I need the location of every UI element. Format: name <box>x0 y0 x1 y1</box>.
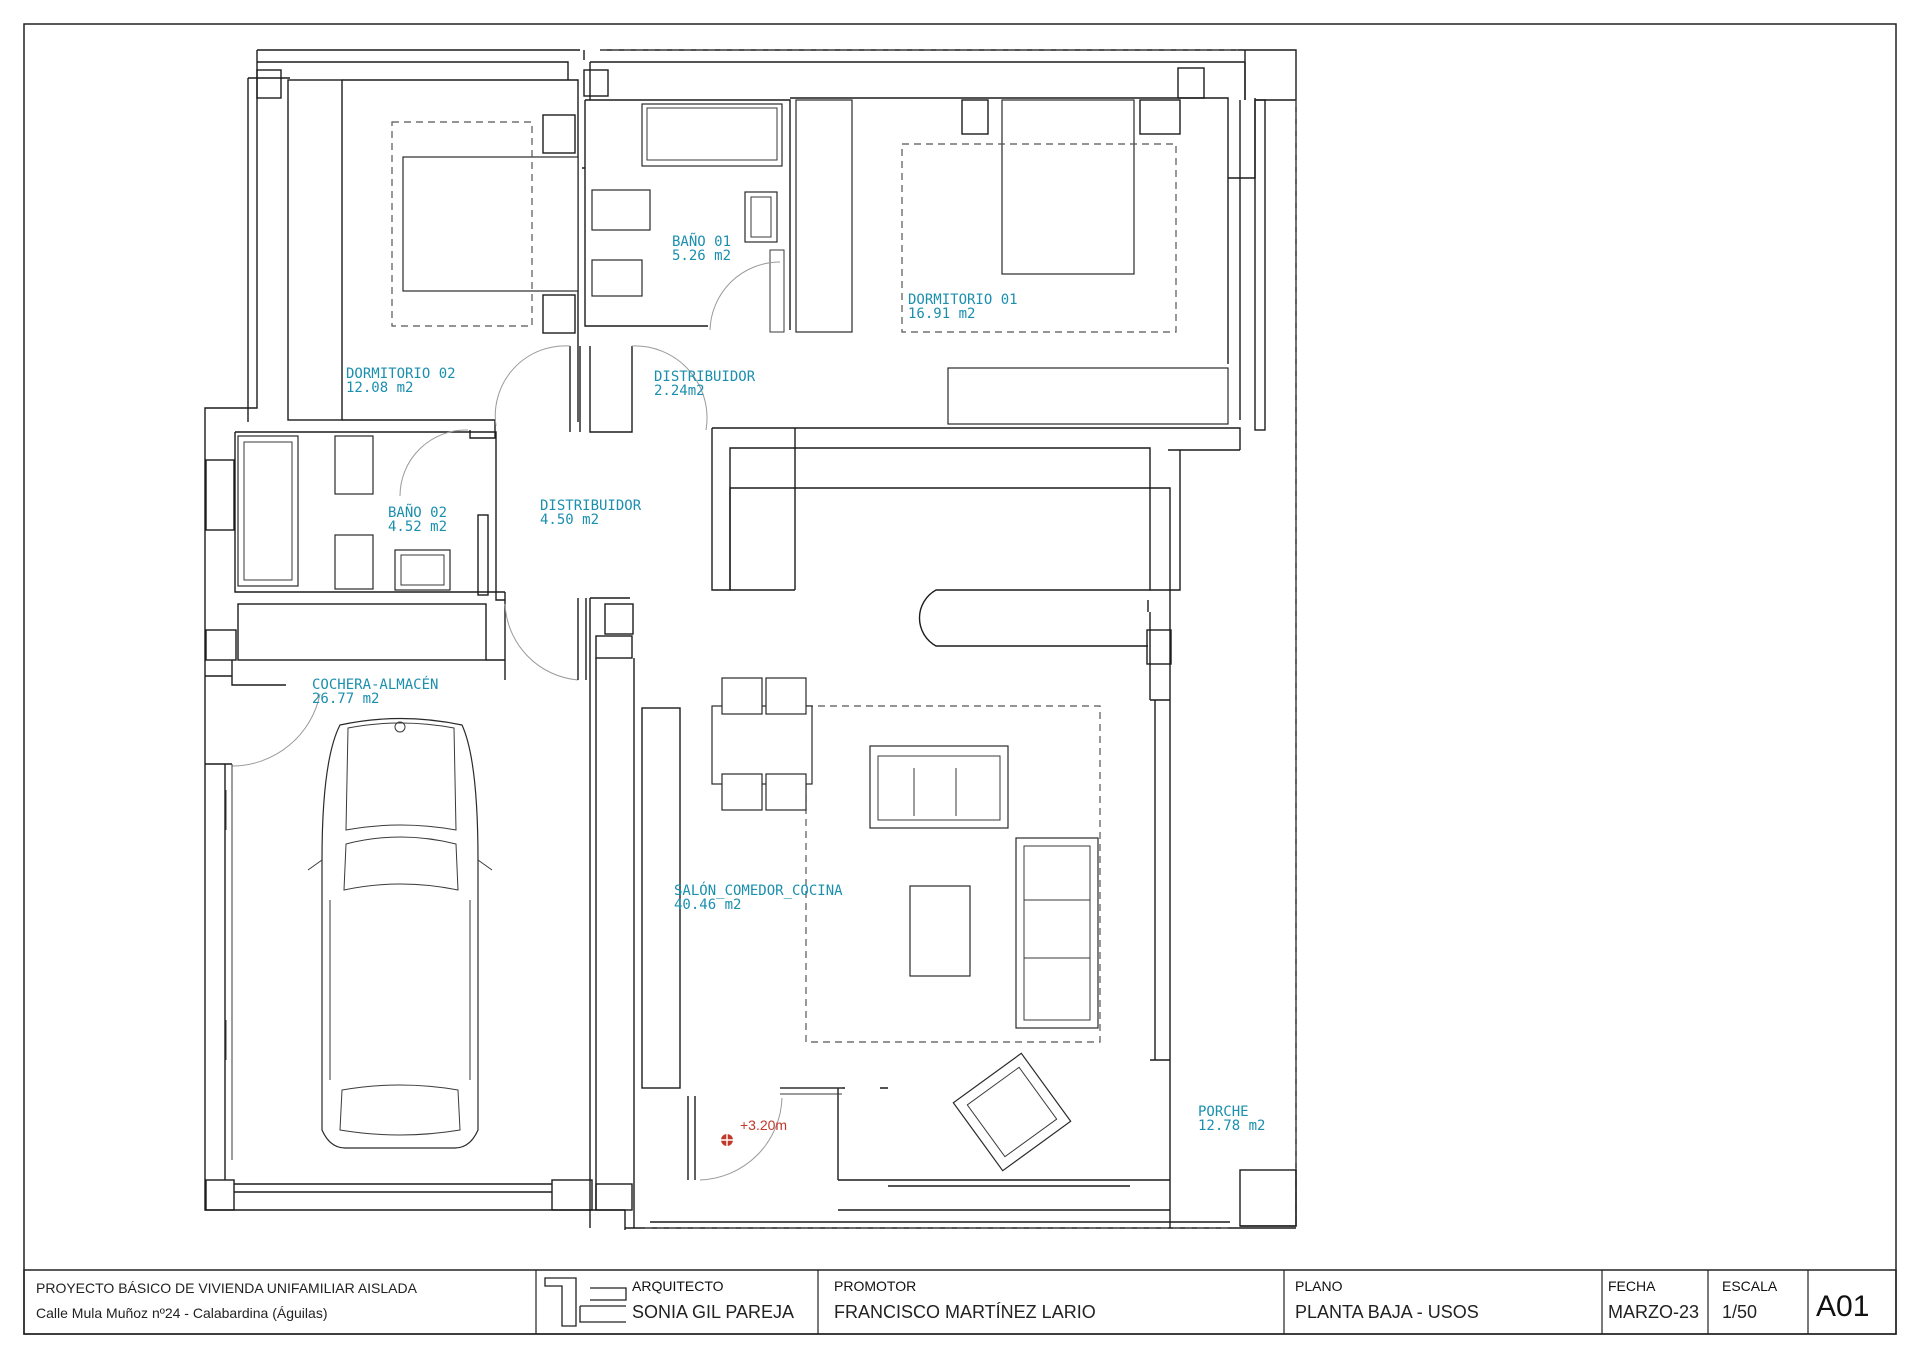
room-area-cochera: 26.77 m2 <box>312 691 379 707</box>
garage-storage <box>205 592 593 1211</box>
entrance-column <box>589 597 681 1228</box>
porch <box>1239 1169 1297 1227</box>
scale-label: ESCALA <box>1722 1278 1778 1294</box>
room-label-salon: SALÓN_COMEDOR_COCINA <box>674 881 843 899</box>
room-area-dormitorio-02: 12.08 m2 <box>346 380 413 396</box>
bathroom-01 <box>582 69 791 333</box>
room-label-distribuidor-1: DISTRIBUIDOR <box>654 369 756 385</box>
distributor-walls <box>494 345 1241 591</box>
sheet-border <box>23 23 1897 1335</box>
room-area-porche: 12.78 m2 <box>1198 1118 1265 1134</box>
bathroom-02 <box>205 429 505 601</box>
plan-label: PLANO <box>1295 1278 1343 1294</box>
car-icon <box>307 717 493 1149</box>
project-address: Calle Mula Muñoz nº24 - Calabardina (Águ… <box>36 1305 327 1321</box>
architect-name: SONIA GIL PAREJA <box>632 1302 794 1322</box>
room-area-bano-02: 4.52 m2 <box>388 519 447 535</box>
room-area-distribuidor-2: 4.50 m2 <box>540 512 599 528</box>
promoter-label: PROMOTOR <box>834 1278 916 1294</box>
room-label-bano-01: BAÑO 01 <box>672 233 731 250</box>
level-mark-label: +3.20m <box>740 1117 787 1133</box>
room-area-salon: 40.46 m2 <box>674 897 741 913</box>
outer-walls <box>204 49 1297 1230</box>
room-area-bano-01: 5.26 m2 <box>672 248 731 264</box>
scale-value: 1/50 <box>1722 1302 1757 1322</box>
architect-label: ARQUITECTO <box>632 1278 724 1294</box>
room-labels: DORMITORIO 02 12.08 m2 BAÑO 01 5.26 m2 D… <box>312 233 1265 1134</box>
sheet-number: A01 <box>1816 1290 1869 1323</box>
date-label: FECHA <box>1608 1278 1656 1294</box>
architect-logo-icon <box>544 1277 627 1327</box>
level-marker-icon <box>721 1134 733 1146</box>
room-label-cochera: COCHERA-ALMACÉN <box>312 676 438 693</box>
room-label-distribuidor-2: DISTRIBUIDOR <box>540 498 642 514</box>
project-title: PROYECTO BÁSICO DE VIVIENDA UNIFAMILIAR … <box>36 1280 418 1296</box>
room-label-dormitorio-02: DORMITORIO 02 <box>346 366 456 382</box>
room-area-dormitorio-01: 16.91 m2 <box>908 306 975 322</box>
room-area-distribuidor-1: 2.24m2 <box>654 383 705 399</box>
date-value: MARZO-23 <box>1608 1302 1699 1322</box>
bedroom-02-walls <box>256 69 579 439</box>
room-label-bano-02: BAÑO 02 <box>388 504 447 521</box>
room-label-porche: PORCHE <box>1198 1104 1249 1120</box>
bedroom-01 <box>790 67 1266 431</box>
floor-plan-drawing <box>204 49 1297 1230</box>
plan-name: PLANTA BAJA - USOS <box>1295 1302 1479 1322</box>
title-block: PROYECTO BÁSICO DE VIVIENDA UNIFAMILIAR … <box>23 1269 1897 1335</box>
living-room <box>687 589 1172 1228</box>
room-label-dormitorio-01: DORMITORIO 01 <box>908 292 1018 308</box>
promoter-name: FRANCISCO MARTÍNEZ LARIO <box>834 1302 1096 1322</box>
